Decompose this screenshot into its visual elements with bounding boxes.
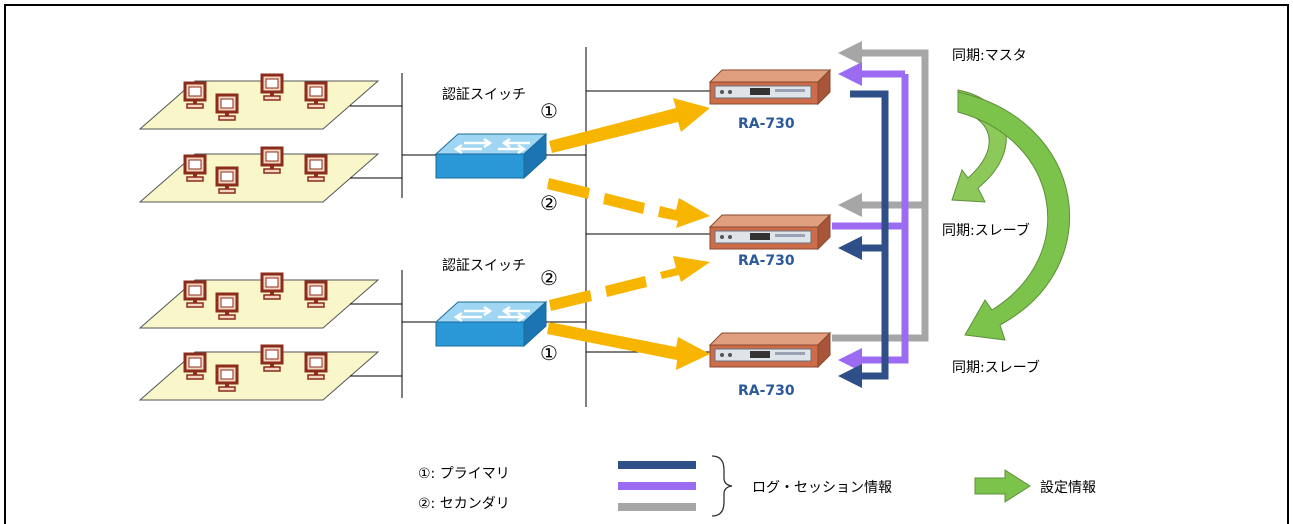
legend-secondary: ②: セカンダリ — [418, 496, 510, 512]
floor-links — [350, 73, 436, 398]
legend-primary: ①: プライマリ — [418, 466, 510, 482]
server-1 — [709, 69, 831, 105]
switch-label-2: 認証スイッチ — [442, 258, 526, 274]
gray-arrowheads — [838, 41, 862, 217]
switch-label-1: 認証スイッチ — [442, 87, 526, 103]
gray-sync-lines — [832, 49, 929, 342]
server-3 — [709, 332, 831, 368]
marker-secondary-2: ② — [540, 266, 558, 290]
sync-role-1: 同期:マスタ — [952, 48, 1027, 64]
marker-secondary-1: ② — [540, 191, 558, 215]
outer-border — [4, 4, 1289, 524]
pc-floor-4 — [140, 346, 378, 400]
primary-arrow-1 — [549, 98, 710, 153]
marker-primary-1: ① — [540, 99, 558, 123]
pc-floor-3 — [140, 274, 378, 328]
pc-floor-1 — [140, 75, 378, 129]
sync-role-3: 同期:スレーブ — [952, 359, 1040, 376]
server-model-3: RA-730 — [738, 383, 795, 399]
primary-arrow-2 — [547, 322, 710, 370]
sync-role-2: 同期:スレーブ — [942, 222, 1030, 239]
purple-arrowheads — [838, 62, 862, 372]
blue-arrowheads — [838, 236, 862, 388]
pc-floor-2 — [140, 148, 378, 202]
legend-brace — [711, 455, 733, 517]
server-model-1: RA-730 — [738, 116, 795, 132]
legend-swatch-blue — [618, 461, 696, 469]
legend-swatch-gray — [618, 503, 696, 511]
legend-swatch-purple — [618, 482, 696, 490]
secondary-arrow-2 — [549, 256, 710, 311]
auth-switch-1 — [434, 132, 548, 180]
server-model-2: RA-730 — [738, 253, 795, 269]
marker-primary-2: ① — [540, 341, 558, 365]
legend-settings: 設定情報 — [1040, 480, 1096, 496]
green-sync-arrow-long — [957, 91, 1071, 341]
blue-sync-lines — [850, 90, 889, 380]
legend-green-arrow — [974, 469, 1031, 503]
legend-log-session: ログ・セッション情報 — [752, 480, 892, 496]
auth-switch-2 — [434, 300, 548, 348]
purple-sync-lines — [832, 70, 909, 364]
server-2 — [709, 214, 831, 250]
secondary-arrow-1 — [547, 178, 710, 228]
